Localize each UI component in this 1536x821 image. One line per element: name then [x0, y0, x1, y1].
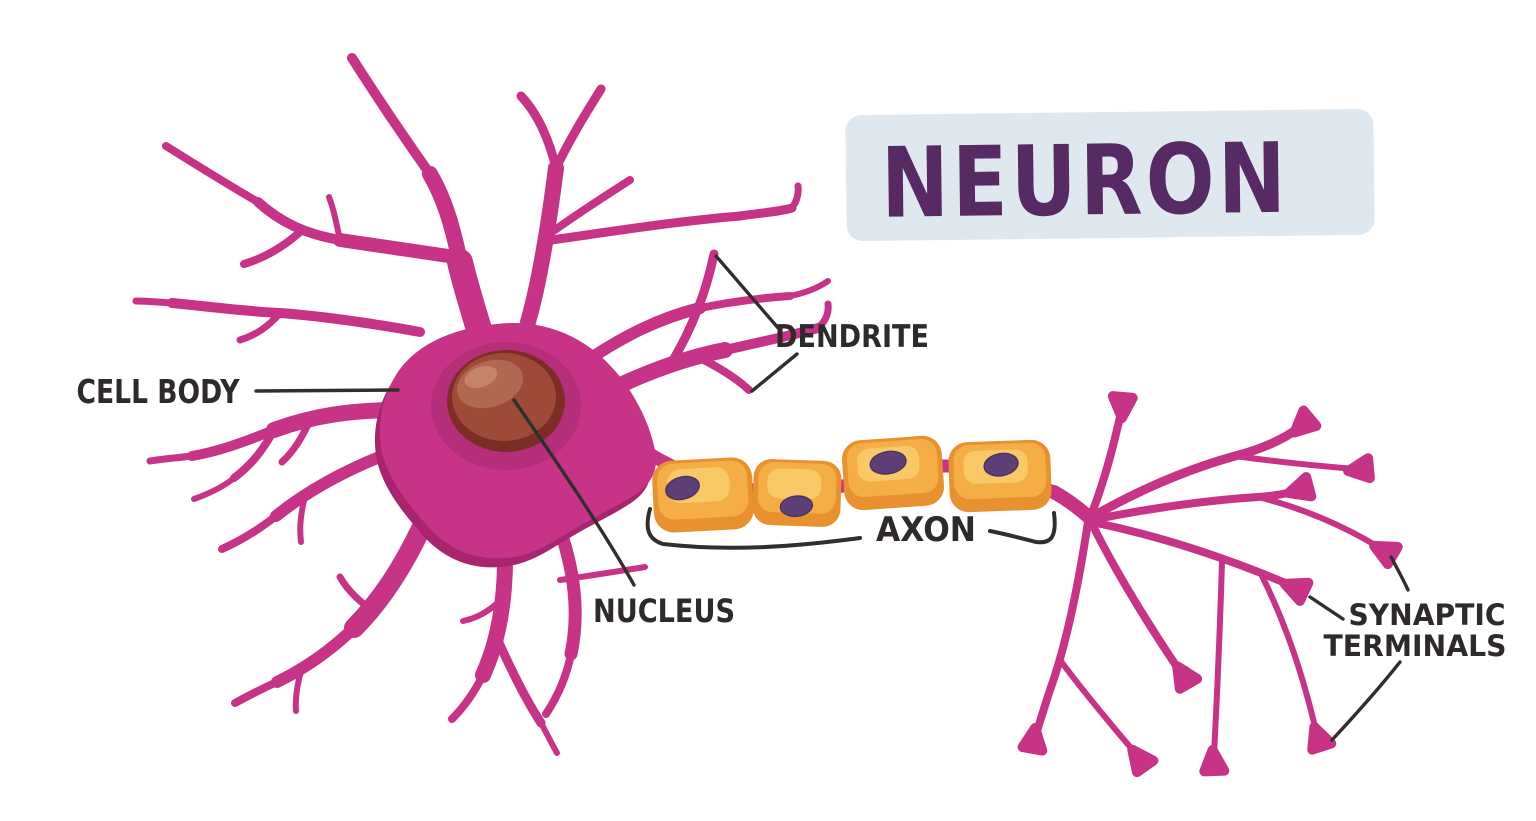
- leader-line-synaptic-1: [1308, 595, 1345, 621]
- myelin-segment-2: [752, 459, 842, 527]
- terminal-bulb: [1347, 458, 1370, 480]
- schwann-cell-nucleus: [665, 475, 700, 501]
- terminal-bulb: [1306, 723, 1332, 749]
- schwann-cell-nucleus: [869, 450, 907, 475]
- myelin-segment-1: [652, 457, 754, 533]
- terminal-branch: [1057, 453, 1383, 758]
- dendrite-branch: [333, 233, 469, 265]
- label-synaptic-terminals-line2: TERMINALS: [1324, 629, 1507, 663]
- nucleus: [447, 350, 565, 452]
- leader-line-synaptic-3: [1330, 660, 1402, 742]
- schwann-cell-nucleus: [779, 495, 814, 517]
- label-synaptic-terminals-line1: SYNAPTIC: [1349, 598, 1506, 632]
- terminal-bulb: [1125, 743, 1153, 772]
- label-dendrite: DENDRITE: [775, 319, 929, 355]
- dendrite-branch: [162, 142, 794, 723]
- terminal-bulb: [1204, 750, 1225, 772]
- dendrite-branch: [132, 182, 832, 616]
- title-banner-background: [845, 108, 1375, 242]
- label-nucleus: NUCLEUS: [593, 592, 735, 630]
- dendrite-branch: [270, 302, 706, 688]
- leader-line-dendrite-lower: [750, 352, 799, 393]
- dendrite-branch: [191, 194, 831, 756]
- nucleus-sheen: [464, 365, 498, 389]
- myelin-segment-3: [841, 435, 945, 511]
- dendrite-branch: [266, 160, 733, 683]
- title-banner: NEURON: [845, 108, 1375, 242]
- terminal-bulb: [1287, 411, 1316, 440]
- terminal-bulb: [1286, 477, 1311, 502]
- label-cell-body: CELL BODY: [77, 372, 241, 411]
- synaptic-terminals: [1023, 396, 1398, 772]
- myelin-segment-4: [948, 439, 1052, 513]
- axon-bracket-left: [645, 507, 862, 550]
- leader-line-synaptic-2: [1389, 555, 1410, 592]
- label-axon: AXON: [876, 510, 976, 550]
- terminal-branch: [1085, 422, 1305, 523]
- dendrites: [132, 53, 832, 756]
- myelin-highlight: [767, 468, 822, 500]
- terminal-bulb: [1023, 726, 1046, 750]
- leader-line-dendrite-upper: [714, 254, 781, 331]
- dendrite-branch: [491, 84, 797, 728]
- terminal-bulb: [1111, 396, 1133, 419]
- terminal-branch: [1032, 404, 1300, 738]
- leader-line-nucleus: [512, 398, 636, 587]
- terminal-bulb: [1169, 661, 1197, 689]
- dendrite-branch: [551, 517, 582, 661]
- terminal-bulb: [1281, 574, 1308, 601]
- axon-bracket-right: [988, 511, 1057, 545]
- page-title: NEURON: [880, 122, 1289, 240]
- schwann-cell-nucleus: [983, 452, 1019, 477]
- leader-line-cell-body: [254, 388, 400, 393]
